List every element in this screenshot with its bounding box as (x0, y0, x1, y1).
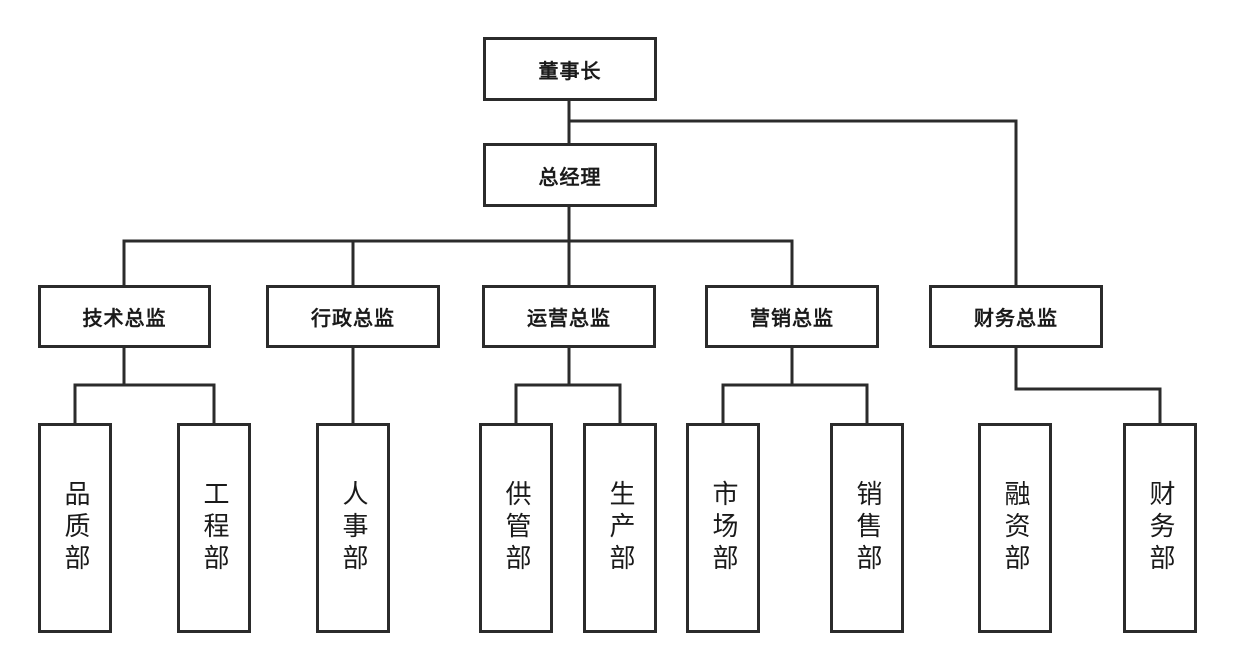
sales-dept-label: 销售部 (852, 480, 882, 576)
marketing-director-box: 营销总监 (705, 285, 879, 348)
operations-director-label: 运营总监 (527, 306, 611, 330)
quality-dept-label: 品质部 (60, 480, 90, 576)
financing-dept-label: 融资部 (1000, 480, 1030, 576)
supply-dept-label: 供管部 (501, 480, 531, 576)
chairman-label: 董事长 (538, 58, 602, 83)
market-dept-box: 市场部 (686, 423, 760, 633)
connector-finance-depts (1014, 387, 1162, 425)
connector-tech-depts (73, 383, 216, 425)
chairman-box: 董事长 (483, 37, 657, 101)
market-dept-label: 市场部 (708, 480, 738, 576)
marketing-director-label: 营销总监 (750, 306, 834, 330)
operations-director-box: 运营总监 (482, 285, 656, 348)
connector-marketing-depts (721, 383, 869, 425)
production-dept-label: 生产部 (605, 480, 635, 576)
engineering-dept-label: 工程部 (199, 480, 229, 576)
hr-dept-box: 人事部 (316, 423, 390, 633)
general-manager-box: 总经理 (483, 143, 657, 207)
hr-dept-label: 人事部 (338, 480, 368, 576)
tech-director-label: 技术总监 (82, 306, 167, 330)
sales-dept-box: 销售部 (830, 423, 904, 633)
connector-operations-depts (514, 383, 622, 425)
financing-dept-box: 融资部 (978, 423, 1052, 633)
accounting-dept-label: 财务部 (1145, 480, 1175, 576)
general-manager-label: 总经理 (538, 164, 602, 189)
tech-director-box: 技术总监 (38, 285, 211, 348)
accounting-dept-box: 财务部 (1123, 423, 1197, 633)
admin-director-box: 行政总监 (266, 285, 440, 348)
quality-dept-box: 品质部 (38, 423, 112, 633)
finance-director-label: 财务总监 (974, 306, 1058, 330)
connector-chairman-finance (567, 119, 1018, 287)
admin-director-label: 行政总监 (311, 306, 395, 330)
production-dept-box: 生产部 (583, 423, 657, 633)
engineering-dept-box: 工程部 (177, 423, 251, 633)
supply-dept-box: 供管部 (479, 423, 553, 633)
finance-director-box: 财务总监 (929, 285, 1103, 348)
